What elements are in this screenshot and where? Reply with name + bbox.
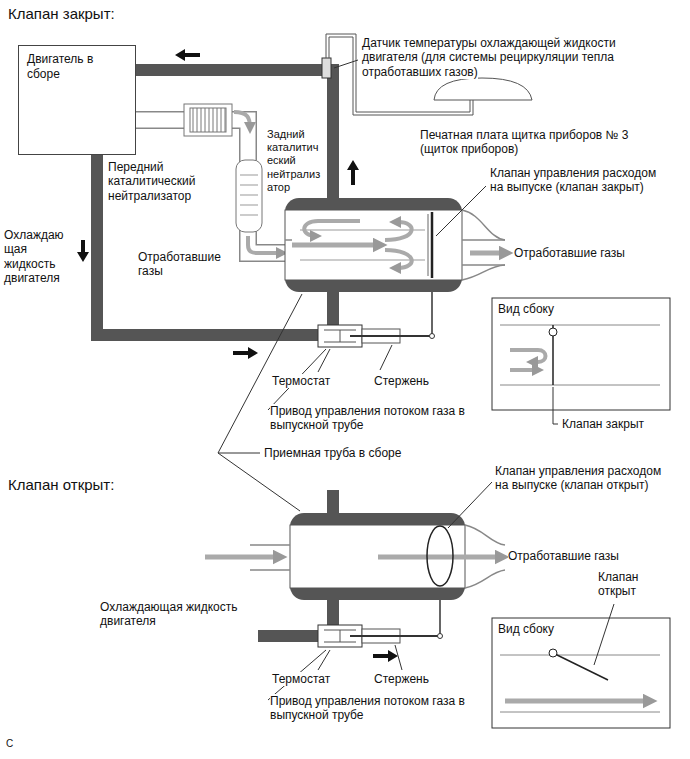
- temperature-sensor: [322, 58, 331, 78]
- part-label: Датчик температуры охлаждающей жидкости …: [362, 36, 667, 79]
- label-text: Передний каталитический нейтрализатор: [108, 160, 195, 203]
- rod: [350, 335, 432, 337]
- part-label: Стержень: [374, 374, 454, 388]
- label-text: Вид сбоку: [498, 622, 554, 636]
- label-text: Клапан открыт: [598, 570, 638, 598]
- part-label: Стержень: [374, 672, 454, 686]
- figure-code: C: [6, 738, 36, 750]
- part-label: Клапан управления расходом на выпуске (к…: [495, 464, 673, 493]
- flow-label: Отработавшие газы: [508, 549, 668, 563]
- label-text: Привод управления потоком газа в выпускн…: [270, 404, 465, 432]
- instrument-cluster: [434, 78, 532, 100]
- part-label: Приемная труба в сборе: [264, 446, 464, 460]
- section-heading: Клапан закрыт:: [8, 5, 208, 23]
- view-label: Вид сбоку: [498, 622, 618, 636]
- part-label: Клапан управления расходом на выпуске (к…: [490, 166, 668, 195]
- flow-label: Охлаждающая жидкость двигателя: [4, 228, 70, 286]
- part-label: Клапан закрыт: [562, 417, 672, 431]
- part-label: Привод управления потоком газа в выпускн…: [270, 694, 470, 723]
- label-text: C: [6, 738, 13, 749]
- label-text: Отработавшие газы: [138, 250, 221, 278]
- side-view-box: [492, 618, 670, 728]
- box-label: Двигатель в сборе: [27, 52, 127, 82]
- rod: [350, 635, 440, 637]
- label-text: Термостат: [272, 672, 330, 686]
- label-text: Термостат: [272, 374, 330, 388]
- part-label: Термостат: [272, 374, 352, 388]
- label-text: Отработавшие газы: [514, 246, 625, 260]
- view-label: Вид сбоку: [498, 302, 618, 316]
- label-text: Печатная плата щитка приборов № 3 (щиток…: [420, 128, 628, 156]
- label-text: Стержень: [374, 672, 429, 686]
- front-catalyst: [184, 104, 232, 136]
- valve-closed: [431, 212, 434, 278]
- flow-label: Отработавшие газы: [514, 246, 664, 260]
- pipe-assembly: [285, 198, 462, 292]
- label-text: Стержень: [374, 374, 429, 388]
- part-label: Задний каталитический нейтрализатор: [267, 128, 323, 194]
- component-box: Двигатель в сборе: [18, 45, 136, 155]
- part-label: Привод управления потоком газа в выпускн…: [270, 404, 470, 433]
- label-text: Датчик температуры охлаждающей жидкости …: [362, 36, 616, 79]
- label-text: Охлаждающая жидкость двигателя: [4, 228, 64, 285]
- part-label: Термостат: [272, 672, 352, 686]
- part-label: Передний каталитический нейтрализатор: [108, 160, 220, 203]
- flow-label: Охлаждающая жидкость двигателя: [100, 600, 250, 629]
- coolant-pipe: [258, 630, 318, 642]
- label-text: Клапан управления расходом на выпуске (к…: [495, 464, 661, 492]
- side-view-box: [492, 298, 670, 410]
- label-text: Клапан открыт:: [8, 476, 114, 493]
- label-text: Отработавшие газы: [508, 549, 619, 563]
- section-heading: Клапан открыт:: [8, 476, 208, 494]
- label-text: Охлаждающая жидкость двигателя: [100, 600, 238, 628]
- label-text: Клапан закрыт: [562, 417, 644, 431]
- part-label: Печатная плата щитка приборов № 3 (щиток…: [420, 128, 660, 157]
- label-text: Приемная труба в сборе: [264, 446, 401, 460]
- rear-catalyst: [236, 160, 262, 232]
- flow-label: Отработавшие газы: [138, 250, 233, 279]
- label-text: Клапан управления расходом на выпуске (к…: [490, 166, 656, 194]
- part-label: Клапан открыт: [598, 570, 668, 599]
- valve-open: [427, 526, 453, 586]
- label-text: Привод управления потоком газа в выпускн…: [270, 694, 465, 722]
- label-text: Клапан закрыт:: [8, 5, 115, 22]
- label-text: Задний каталитический нейтрализатор: [267, 128, 320, 193]
- label-text: Вид сбоку: [498, 302, 554, 316]
